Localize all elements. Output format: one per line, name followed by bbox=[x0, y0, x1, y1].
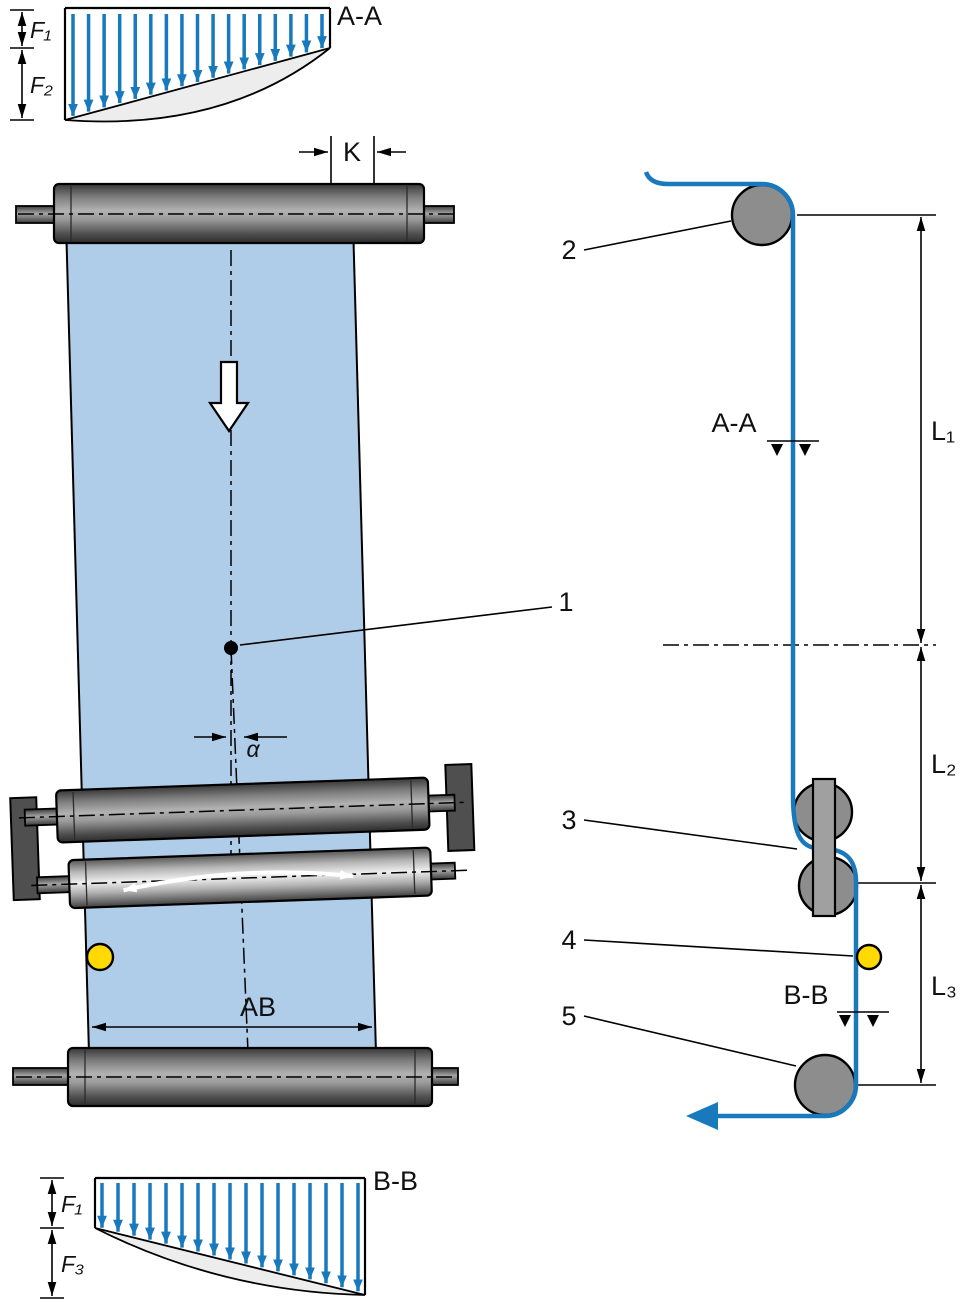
f1-label-top: F₁ bbox=[30, 17, 51, 43]
top-roller bbox=[15, 182, 456, 245]
steering-roller-assembly bbox=[9, 763, 476, 910]
k-dimension: K bbox=[299, 136, 406, 183]
dimension-l1: L₁ bbox=[916, 217, 955, 643]
f1-label-bottom: F₁ bbox=[61, 1191, 82, 1217]
section-bb-arrow-1 bbox=[839, 1015, 851, 1027]
web-path-line bbox=[643, 171, 859, 1119]
l3-label: L₃ bbox=[931, 971, 957, 1001]
tilted-centerline bbox=[230, 647, 251, 1101]
dimension-l2: L₂ bbox=[916, 647, 957, 881]
edge-sensor-front bbox=[85, 942, 115, 972]
part-label-3: 3 bbox=[561, 805, 576, 835]
pivot-point-label: 1 bbox=[558, 587, 573, 617]
leader-3 bbox=[583, 819, 798, 850]
section-aa-arrow-1 bbox=[771, 444, 783, 456]
pivot-point-dot bbox=[224, 641, 238, 655]
f2-label-top: F₂ bbox=[30, 72, 53, 98]
bottom-roller bbox=[12, 1046, 459, 1108]
section-marker-aa: A-A bbox=[711, 408, 819, 456]
section-bb-arrow-2 bbox=[867, 1015, 879, 1027]
ab-label: AB bbox=[240, 992, 276, 1022]
edge-sensor-side bbox=[855, 943, 883, 971]
section-marker-bb: B-B bbox=[783, 980, 889, 1027]
web-direction-arrow bbox=[207, 360, 251, 433]
pivot-motion-arrow bbox=[123, 870, 354, 893]
part-label-4: 4 bbox=[561, 925, 576, 955]
f3-label-bottom: F₃ bbox=[61, 1251, 84, 1277]
force-distribution-lens-top bbox=[64, 47, 331, 123]
force-arrow-group-top bbox=[68, 14, 327, 116]
front-view: 1 α K bbox=[9, 136, 574, 1108]
steering-frame-bar bbox=[811, 777, 837, 918]
leader-4 bbox=[583, 939, 854, 957]
section-bb-label: B-B bbox=[783, 980, 828, 1010]
l1-label: L₁ bbox=[931, 416, 955, 446]
k-label: K bbox=[343, 137, 361, 167]
force-distribution-lens-bottom bbox=[94, 1227, 366, 1296]
l2-label: L₂ bbox=[931, 749, 957, 779]
top-force-diagram: F₁ F₂ A-A bbox=[10, 1, 382, 123]
pivot-point-leader bbox=[239, 606, 553, 646]
part-label-2: 2 bbox=[561, 235, 576, 265]
side-view: A-A B-B L₁ L₂ L₃ 2 3 bbox=[561, 171, 957, 1130]
section-label-aa-top: A-A bbox=[337, 1, 382, 31]
ab-dimension: AB bbox=[92, 992, 372, 1032]
upper-guide-centerline bbox=[18, 801, 467, 819]
web-exit-arrow bbox=[686, 1102, 718, 1130]
part-label-5: 5 bbox=[561, 1001, 576, 1031]
alpha-angle: α bbox=[194, 732, 287, 762]
section-aa-arrow-2 bbox=[799, 444, 811, 456]
section-aa-label: A-A bbox=[711, 408, 756, 438]
section-label-bb-bottom: B-B bbox=[373, 1166, 418, 1196]
force-arrow-group-bottom bbox=[97, 1183, 363, 1292]
leader-2 bbox=[583, 220, 732, 251]
bottom-force-diagram: F₁ F₃ B-B bbox=[40, 1166, 418, 1299]
alpha-label: α bbox=[246, 736, 260, 762]
dimension-l3: L₃ bbox=[916, 885, 957, 1083]
leader-5 bbox=[583, 1015, 797, 1067]
